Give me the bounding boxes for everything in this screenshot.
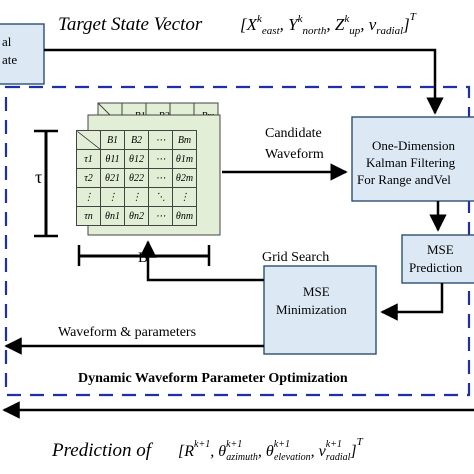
grid-cell: ⋮ <box>76 187 101 207</box>
grid-corner-cell <box>76 130 101 150</box>
grid-cell: θn2 <box>124 206 149 226</box>
vector-to-kalman-arrow <box>44 48 444 115</box>
grid-row: τn θn1 θn2 ⋯ θnm <box>76 206 197 226</box>
grid-cell: θn1 <box>100 206 125 226</box>
grid-cell: θ1m <box>172 149 197 169</box>
grid-search-label: Grid Search <box>262 250 329 265</box>
grid-row: ⋮ ⋮ ⋮ ⋱ ⋮ <box>76 187 197 207</box>
grid-cell: θ21 <box>100 168 125 188</box>
grid-cell: ⋱ <box>148 187 173 207</box>
mse-prediction-line1: MSE <box>427 242 454 257</box>
grid-cell: θ11 <box>100 149 125 169</box>
grid-cell: ⋮ <box>124 187 149 207</box>
candidate-label-line2: Waveform <box>265 147 324 162</box>
prediction-to-minimization-arrow <box>380 283 444 321</box>
grid-header-cell: B1 <box>100 130 125 150</box>
optimization-title: Dynamic Waveform Parameter Optimization <box>78 371 348 386</box>
waveform-parameters-label: Waveform & parameters <box>58 325 196 340</box>
grid-row: τ1 θ11 θ12 ⋯ θ1m <box>76 149 197 169</box>
minimization-to-grid-arrow <box>139 240 264 282</box>
grid-header-row: B1 B2 ⋯ Bm <box>76 130 197 150</box>
b-axis-label: B <box>138 250 148 266</box>
grid-cell: ⋯ <box>148 206 173 226</box>
grid-row: τ2 θ21 θ22 ⋯ θ2m <box>76 168 197 188</box>
target-state-label: Target State Vector <box>58 14 203 35</box>
candidate-label-line1: Candidate <box>265 126 322 141</box>
grid-cell: ⋯ <box>148 168 173 188</box>
target-state-vector: [Xkeast, Yknorth, Zkup, vradial]T <box>240 11 417 37</box>
tau-axis-label: τ <box>35 167 42 187</box>
state-box-partial <box>0 23 45 85</box>
grid-cell: θ12 <box>124 149 149 169</box>
grid-cell: ⋮ <box>172 187 197 207</box>
grid-cell: ⋮ <box>100 187 125 207</box>
grid-cell: τ1 <box>76 149 101 169</box>
grid-header-cell: B2 <box>124 130 149 150</box>
mse-prediction-line2: Prediction <box>409 260 463 275</box>
kalman-filter-box <box>351 116 474 202</box>
kalman-line3: For Range andVel <box>357 172 451 187</box>
grid-cell: θnm <box>172 206 197 226</box>
prediction-label: Prediction of <box>51 440 154 461</box>
grid-cell: τ2 <box>76 168 101 188</box>
grid-header-cell: Bm <box>172 130 197 150</box>
grid-cell: θ2m <box>172 168 197 188</box>
kalman-line1: One-Dimension <box>372 138 456 153</box>
grid-cell: ⋯ <box>148 149 173 169</box>
kalman-line2: Kalman Filtering <box>366 155 456 170</box>
grid-cell: θ22 <box>124 168 149 188</box>
grid-header-cell: ⋯ <box>148 130 173 150</box>
optimization-boundary <box>4 85 471 397</box>
mse-minimization-line1: MSE <box>303 284 330 299</box>
grid-search-table: B1 B2 ⋯ Bm τ1 θ11 θ12 ⋯ θ1m τ2 θ21 θ22 ⋯… <box>76 130 197 226</box>
mse-minimization-line2: Minimization <box>276 302 347 317</box>
state-box-line2: ate <box>2 52 17 67</box>
grid-cell: τn <box>76 206 101 226</box>
state-box-line1: al <box>2 34 12 49</box>
mse-minimization-box <box>263 265 377 355</box>
